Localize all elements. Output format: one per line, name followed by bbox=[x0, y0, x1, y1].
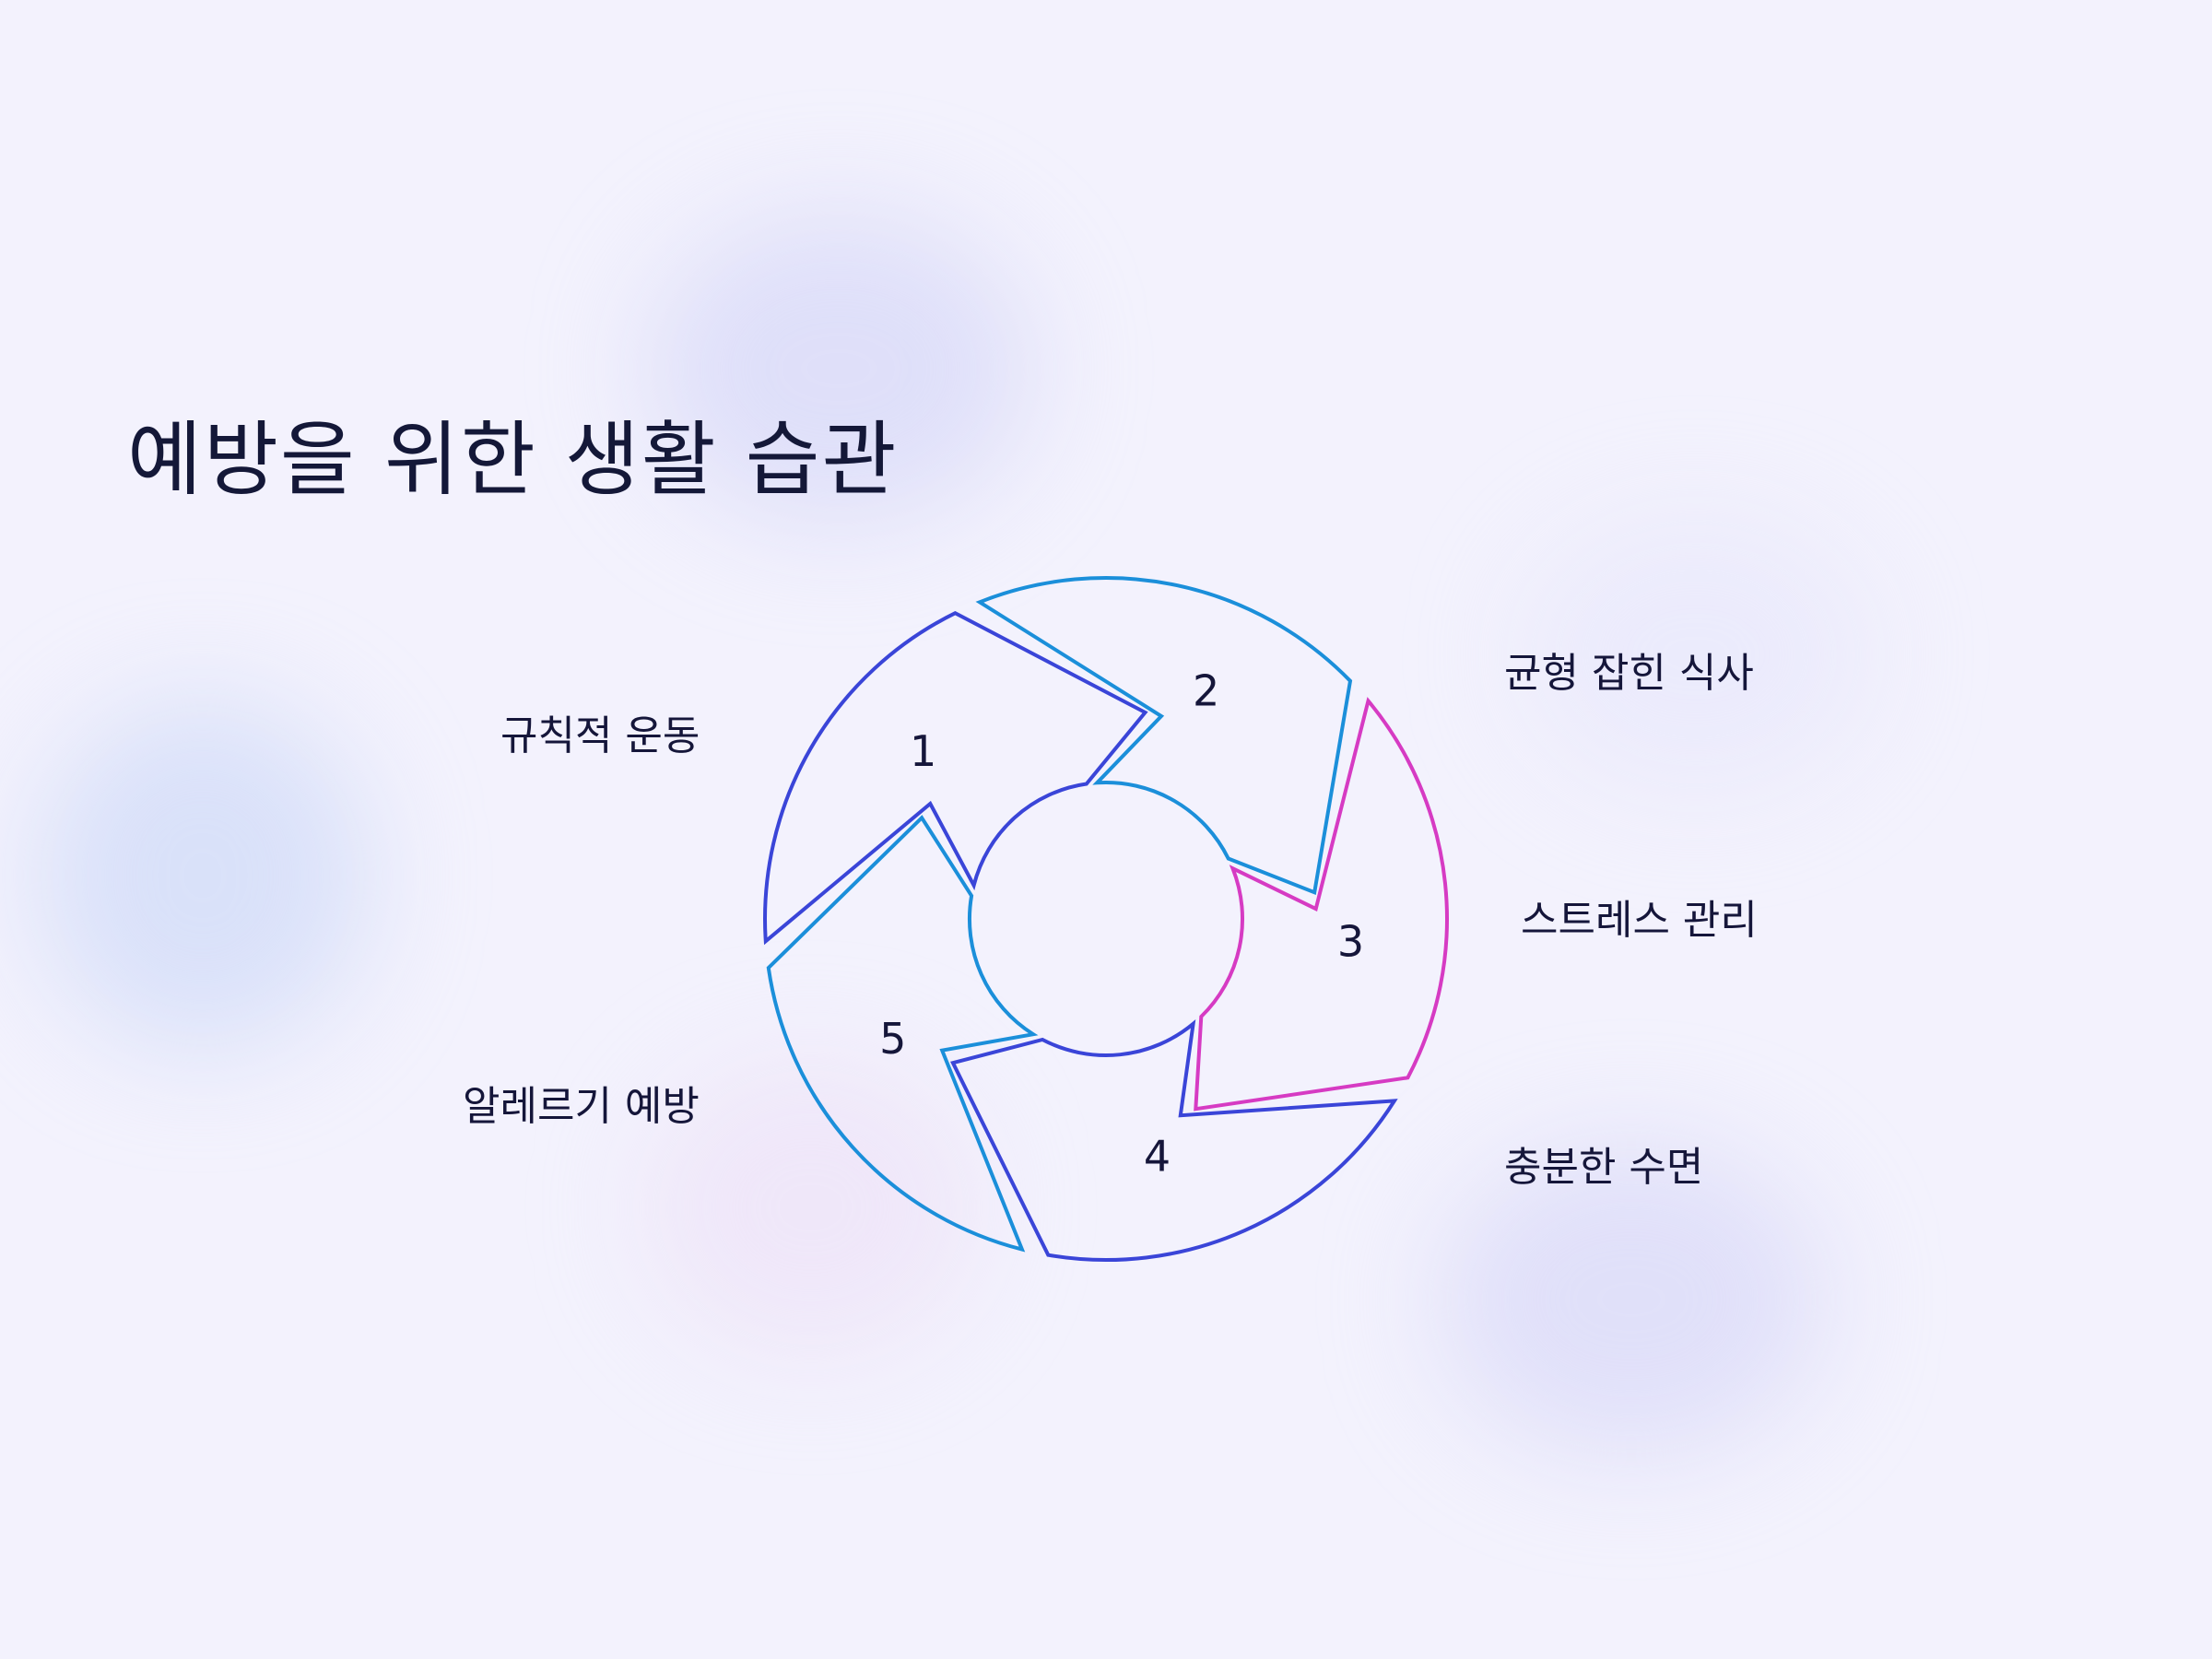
segment-arrow-shape bbox=[766, 815, 1039, 1253]
cycle-segment-4: 4 bbox=[950, 1018, 1398, 1263]
cycle-segment-2: 2 bbox=[975, 575, 1353, 895]
segment-number: 4 bbox=[1144, 1132, 1171, 1182]
segment-arrow-shape bbox=[1194, 697, 1449, 1112]
cycle-segment-1: 1 bbox=[763, 610, 1148, 946]
segment-arrow-shape bbox=[975, 575, 1353, 895]
segment-label-2: 균형 잡힌 식사 bbox=[1504, 650, 1754, 697]
segment-number: 1 bbox=[910, 726, 936, 776]
cycle-segment-3: 3 bbox=[1194, 697, 1449, 1112]
segment-label-3: 스트레스 관리 bbox=[1521, 897, 1758, 944]
page-title: 예방을 위한 생활 습관 bbox=[127, 412, 899, 507]
segment-arrow-shape bbox=[950, 1018, 1398, 1263]
segment-arrow-shape bbox=[763, 610, 1148, 946]
segment-number: 3 bbox=[1337, 916, 1364, 966]
segment-number: 2 bbox=[1193, 666, 1219, 716]
segment-label-4: 충분한 수면 bbox=[1504, 1144, 1704, 1191]
segment-label-1: 규칙적 운동 bbox=[500, 712, 700, 759]
segment-label-5: 알레르기 예방 bbox=[463, 1083, 700, 1130]
segment-number: 5 bbox=[879, 1014, 906, 1064]
cycle-segment-5: 5 bbox=[766, 815, 1039, 1253]
